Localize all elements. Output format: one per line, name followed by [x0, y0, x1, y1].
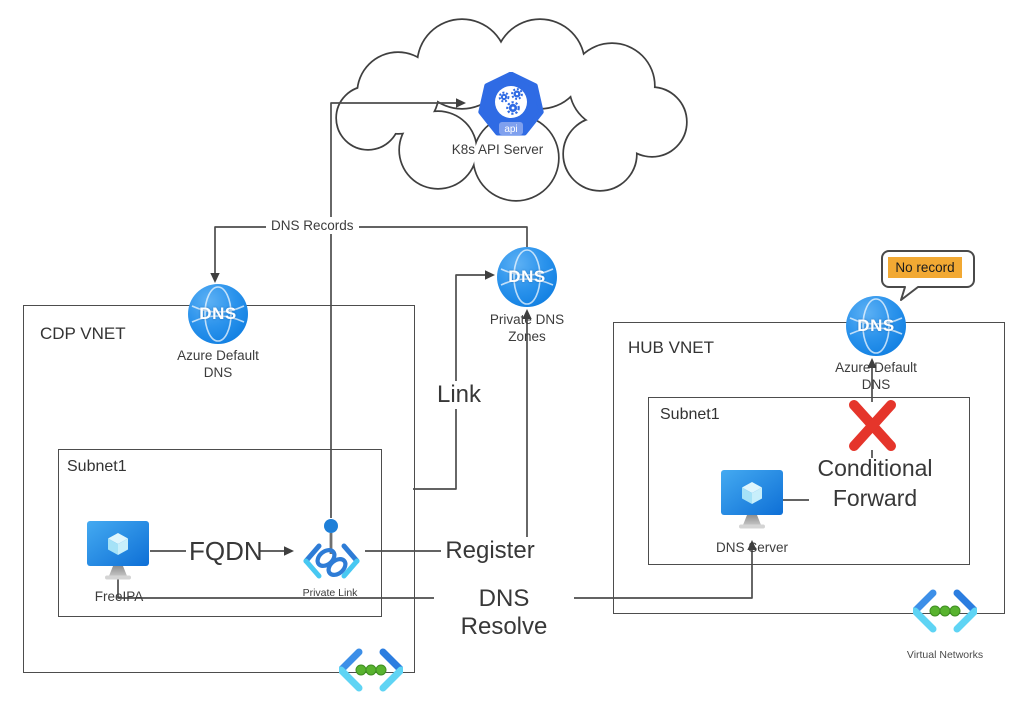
register-edge-label: Register	[441, 537, 539, 565]
blocked-x-icon	[849, 400, 896, 451]
dns-server-vm-icon	[721, 470, 783, 529]
k8s-api-icon: api	[478, 72, 544, 136]
api-badge: api	[504, 124, 517, 135]
dns-globe-text: DNS	[508, 267, 546, 286]
virtual-networks-label: Virtual Networks	[906, 649, 984, 661]
k8s-api-label: K8s API Server	[451, 142, 544, 157]
private-link-label: Private Link	[302, 587, 358, 599]
azure-default-dns-hub-label: Azure Default DNS	[835, 360, 917, 392]
hub-subnet-box	[648, 397, 970, 565]
dns-records-edge-label: DNS Records	[266, 217, 359, 234]
private-dns-zones-label: Private DNS Zones	[489, 312, 565, 344]
conditional-forward-label: Conditional Forward	[817, 455, 933, 511]
cdp-vnet-title: CDP VNET	[40, 324, 126, 343]
cdp-subnet-box	[58, 449, 382, 617]
private-dns-zones-icon: DNS	[497, 247, 557, 307]
dns-server-label: DNS Server	[715, 540, 788, 555]
hub-vnet-box	[613, 322, 1005, 614]
cdp-subnet-title: Subnet1	[67, 458, 127, 475]
dns-globe-text: DNS	[857, 316, 895, 335]
hub-vnet-title: HUB VNET	[628, 338, 714, 357]
hub-subnet-title: Subnet1	[660, 406, 720, 423]
fqdn-edge-label: FQDN	[186, 536, 263, 567]
virtual-networks-cdp-icon	[339, 648, 403, 692]
azure-default-dns-hub-icon: DNS	[846, 296, 906, 356]
dns-globe-text: DNS	[199, 304, 237, 323]
private-link-icon	[303, 519, 360, 579]
freeipa-vm-icon	[87, 521, 149, 580]
link-edge-label: Link	[430, 381, 488, 409]
azure-default-dns-cdp-icon: DNS	[188, 284, 248, 344]
dns-resolve-edge-label: DNS Resolve	[434, 585, 574, 641]
azure-default-dns-cdp-label: Azure Default DNS	[177, 348, 259, 380]
freeipa-label: FreeIPA	[94, 589, 144, 604]
virtual-networks-hub-icon	[913, 589, 977, 633]
no-record-text: No record	[888, 257, 962, 278]
